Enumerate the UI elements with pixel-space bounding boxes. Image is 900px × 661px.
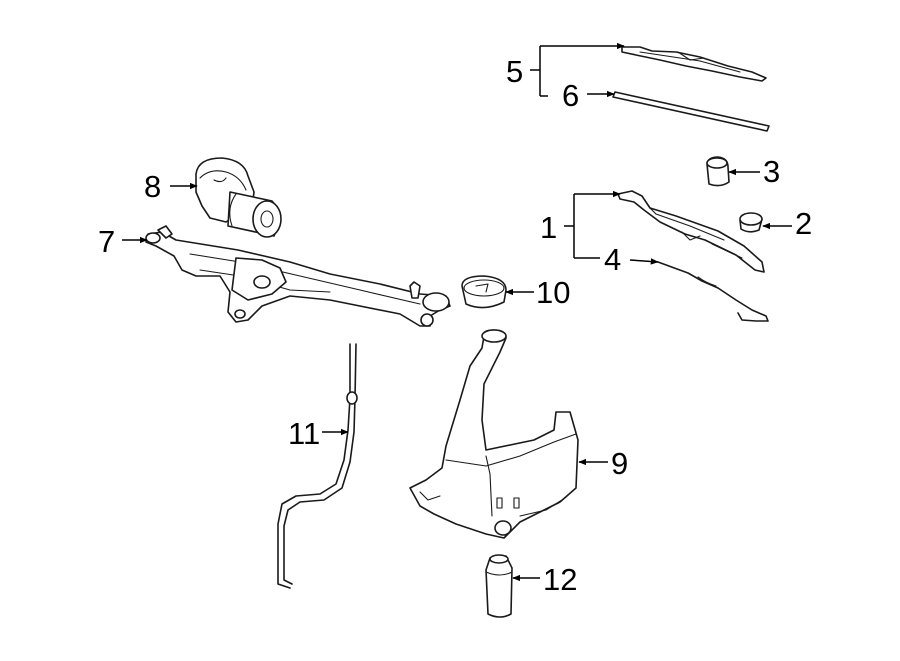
callout-8-label: 8 — [144, 169, 161, 204]
arm-cap-part — [706, 156, 730, 187]
callout-9: 9 — [578, 446, 628, 481]
callout-3: 3 — [728, 154, 780, 189]
callout-2-label: 2 — [795, 206, 812, 241]
callout-6-label: 6 — [562, 78, 579, 113]
callout-6: 6 — [562, 78, 615, 113]
callout-9-label: 9 — [611, 446, 628, 481]
callout-7: 7 — [98, 224, 148, 259]
callout-4-label: 4 — [604, 242, 621, 277]
washer-hose-arm-part — [657, 261, 769, 322]
callout-10: 10 — [505, 275, 570, 310]
washer-pump-part — [485, 554, 513, 618]
callout-5: 5 — [506, 42, 625, 97]
wiper-linkage-part — [145, 225, 451, 327]
callout-11: 11 — [288, 416, 349, 451]
callout-3-label: 3 — [763, 154, 780, 189]
callout-12: 12 — [512, 562, 577, 597]
callout-1-label: 1 — [540, 210, 557, 245]
callout-5-label: 5 — [506, 54, 523, 89]
reservoir-cap-part — [461, 275, 507, 309]
wiper-arm-part — [617, 190, 765, 273]
wiper-blade-part — [621, 46, 767, 82]
callout-1: 1 — [540, 190, 621, 259]
callout-11-label: 11 — [288, 416, 320, 451]
blade-insert-part — [612, 91, 770, 132]
callout-8: 8 — [144, 169, 198, 204]
washer-hose-part — [277, 343, 358, 589]
callout-10-label: 10 — [536, 275, 570, 310]
callout-2: 2 — [762, 206, 812, 241]
wiper-motor-part — [195, 157, 282, 238]
callout-12-label: 12 — [543, 562, 577, 597]
arm-nut-part — [739, 212, 763, 233]
washer-reservoir-part — [409, 329, 579, 539]
callout-4: 4 — [604, 242, 659, 277]
callout-7-label: 7 — [98, 224, 115, 259]
